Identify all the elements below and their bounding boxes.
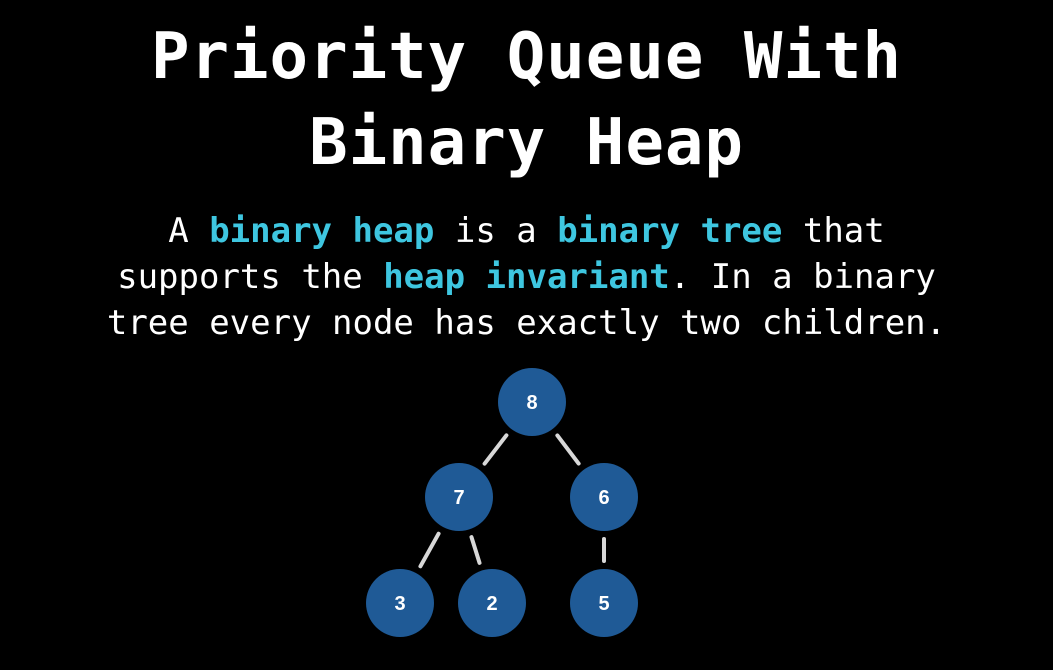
tree-edge <box>469 535 482 565</box>
tree-edges <box>418 433 606 569</box>
description-segment: is a <box>434 211 558 251</box>
slide-title: Priority Queue With Binary Heap <box>0 14 1053 186</box>
slide-title-line-1: Priority Queue With <box>150 20 903 94</box>
description-segment: tree every node has exactly two children… <box>106 303 947 343</box>
tree-node-circle <box>425 463 493 531</box>
tree-node-6: 6 <box>570 463 638 531</box>
tree-node-circle <box>498 368 566 436</box>
tree-node-3: 3 <box>366 569 434 637</box>
tree-node-8: 8 <box>498 368 566 436</box>
tree-node-label: 5 <box>598 593 609 615</box>
description-segment: . In a binary <box>669 257 936 297</box>
tree-node-2: 2 <box>458 569 526 637</box>
highlighted-term: binary tree <box>557 211 783 251</box>
description-segment: that <box>782 211 885 251</box>
tree-node-label: 7 <box>453 487 464 509</box>
tree-node-circle <box>570 569 638 637</box>
tree-node-label: 2 <box>486 593 497 615</box>
description-line-2: supports the heap invariant. In a binary <box>0 254 1053 300</box>
tree-nodes: 8 7 6 3 2 5 <box>366 368 638 637</box>
description-line-3: tree every node has exactly two children… <box>0 300 1053 346</box>
description-segment: supports the <box>117 257 384 297</box>
slide-title-line-2: Binary Heap <box>309 106 744 180</box>
tree-edge <box>482 433 509 466</box>
tree-edge <box>555 433 581 466</box>
tree-node-label: 3 <box>394 593 405 615</box>
description-segment: A <box>168 211 210 251</box>
highlighted-term: binary heap <box>209 211 435 251</box>
tree-node-circle <box>458 569 526 637</box>
description-text: A binary heap is a binary tree that supp… <box>0 208 1053 346</box>
description-line-1: A binary heap is a binary tree that <box>0 208 1053 254</box>
tree-node-circle <box>570 463 638 531</box>
tree-edge <box>418 531 441 569</box>
tree-node-5: 5 <box>570 569 638 637</box>
tree-node-circle <box>366 569 434 637</box>
tree-node-label: 6 <box>598 487 609 509</box>
highlighted-term: heap invariant <box>383 257 670 297</box>
tree-node-label: 8 <box>526 392 537 414</box>
tree-node-7: 7 <box>425 463 493 531</box>
